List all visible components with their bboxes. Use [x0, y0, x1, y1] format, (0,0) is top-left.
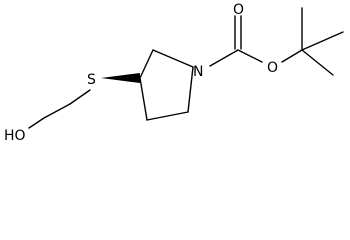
bond-n-c5 — [187, 66, 194, 113]
wedge-bond-c3-s — [101, 73, 140, 83]
bond-c-o-ester — [237, 49, 263, 63]
nitrogen-label: N — [193, 64, 203, 80]
bond-tbu-methyl-2 — [301, 31, 344, 51]
bond-c2-s — [69, 89, 91, 105]
carbonyl-oxygen-label: O — [233, 2, 244, 18]
hydroxyl-label: HO — [4, 128, 26, 144]
bond-n-carbonyl — [209, 49, 239, 67]
bond-c4-c3 — [139, 77, 148, 121]
bond-c3-c2 — [139, 49, 154, 79]
bond-c1-c2 — [43, 103, 71, 119]
bond-c3-c2ring — [152, 49, 194, 68]
bond-o-c1 — [28, 117, 45, 129]
bond-c5-c4 — [146, 111, 189, 121]
ester-oxygen-label: O — [267, 60, 278, 76]
bond-tbu-methyl-3 — [301, 49, 334, 76]
bond-o-ctert — [281, 49, 303, 63]
molecule-drawing: HO S N O O — [4, 2, 344, 144]
sulfur-label: S — [87, 72, 96, 88]
chemical-structure-canvas: HO S N O O — [4, 2, 344, 144]
bond-lines — [28, 7, 344, 129]
